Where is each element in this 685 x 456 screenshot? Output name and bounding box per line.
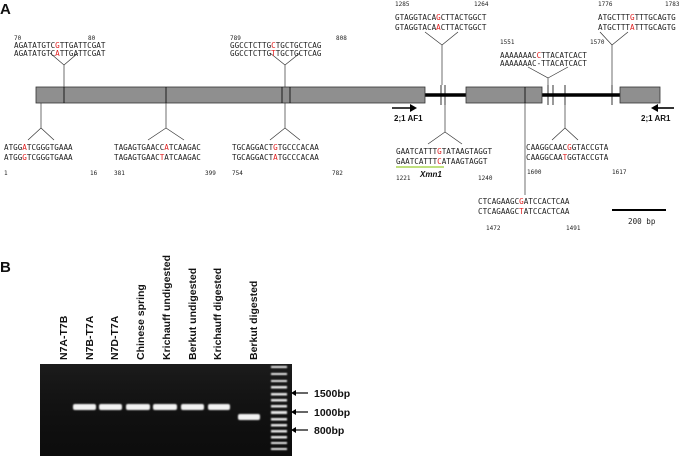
bottom-seq-6: CTCAGAAGCGATCCACTCAA CTCAGAAGCTATCCACTCA… (478, 197, 581, 232)
lane-label: Krichauff digested (212, 268, 224, 360)
top-seq-5: 1776 1783 ATGCTTTGTTTGCAGTG ATGCTTTATTTG… (598, 1, 680, 32)
sequence-line: TAGAGTGAACTATCAAGAC (114, 153, 201, 162)
scale-bar: 200 bp (612, 209, 666, 226)
gene-structure (35, 85, 661, 105)
seq-start-number: 381 (114, 170, 125, 177)
seq-end-number: 16 (90, 170, 98, 177)
gel-band (208, 404, 230, 410)
marker-1500bp: 1500bp (314, 388, 350, 400)
seq-start-number: 70 (14, 35, 22, 42)
sequence-line: GGCCTCTTGCTGCTGCTCAG (230, 41, 322, 50)
marker-1000bp: 1000bp (314, 407, 350, 419)
sequence-line: AGATATGTCATTGATTCGAT (14, 49, 106, 58)
sequence-line: AGATATGTCGTTGATTCGAT (14, 41, 106, 50)
sequence-line: CTCAGAAGCGATCCACTCAA (478, 197, 570, 206)
seq-start-number: 789 (230, 35, 241, 42)
sequence-line: CTCAGAAGCTATCCACTCAA (478, 207, 570, 216)
seq-start-number: 1221 (396, 175, 411, 182)
panel-b-label: B (0, 259, 11, 276)
exon-3 (619, 86, 661, 104)
seq-end-number: 1491 (566, 225, 581, 232)
seq-start-number: 1776 (598, 1, 613, 8)
top-seq-1: 70 80 AGATATGTCGTTGATTCGAT AGATATGTCATTG… (14, 35, 106, 58)
lane-label: N7B-T7A (84, 315, 96, 360)
reverse-primer-label: 2;1 AR1 (641, 114, 671, 123)
scale-bar-label: 200 bp (628, 217, 656, 226)
bottom-seq-1: ATGGATCGGGTGAAA ATGGGTCGGGTGAAA 1 16 (4, 143, 98, 177)
lane-label: Krichauff undigested (161, 255, 173, 360)
sequence-line: GTAGGTACAGCTTACTGGCT (395, 13, 487, 22)
top-connectors (49, 31, 629, 87)
sequence-line: GAATCATTTGTATAAGTAGGT (396, 147, 492, 156)
sequence-line: ATGCTTTATTTGCAGTG (598, 23, 676, 32)
seq-start-number: 1600 (527, 169, 542, 176)
arrow-left-icon (291, 427, 296, 433)
sequence-line: TGCAGGACTGTGCCCACAA (232, 143, 319, 152)
gel-band (181, 404, 204, 410)
arrow-left-icon (651, 104, 658, 112)
seq-start-number: 1472 (486, 225, 501, 232)
panel-a-label: A (0, 1, 11, 18)
sequence-line: ATGGGTCGGGTGAAA (4, 153, 73, 162)
lane-labels: N7A-T7B N7B-T7A N7D-T7A Chinese spring K… (58, 255, 260, 360)
sequence-line: CAAGGCAACGGTACCGTA (526, 143, 609, 152)
exon-2 (465, 86, 543, 104)
seq-start-number: 1 (4, 170, 8, 177)
seq-end-number: 1264 (474, 1, 489, 8)
sequence-line: GGCCTCTTGTTGCTGCTCAG (230, 49, 322, 58)
gel-band (153, 404, 177, 410)
lane-label: N7A-T7B (58, 315, 70, 360)
dna-ladder (271, 366, 287, 450)
sequence-line: AAAAAAACCTTACATCACT (500, 51, 587, 60)
marker-800bp: 800bp (314, 425, 344, 437)
exon-1 (35, 86, 426, 104)
seq-start-number: 1551 (500, 39, 515, 46)
seq-end-number: 1783 (665, 1, 680, 8)
gel-band (238, 414, 260, 420)
gel-band (73, 404, 96, 410)
seq-start-number: 1285 (395, 1, 410, 8)
bottom-seq-5: CAAGGCAACGGTACCGTA CAAGGCAATGGTACCGTA 16… (526, 143, 627, 176)
sequence-line: ATGGATCGGGTGAAA (4, 143, 73, 152)
top-seq-4: 1551 1570 AAAAAAACCTTACATCACT AAAAAAAC-T… (500, 39, 605, 68)
bottom-seq-4: GAATCATTTGTATAAGTAGGT GAATCATTTCATAAGTAG… (396, 147, 493, 182)
reverse-primer: 2;1 AR1 (641, 104, 674, 123)
seq-end-number: 808 (336, 35, 347, 42)
seq-end-number: 782 (332, 170, 343, 177)
forward-primer: 2;1 AF1 (392, 104, 423, 123)
xmn1-label: Xmn1 (419, 170, 442, 179)
lane-label: N7D-T7A (109, 315, 121, 360)
sequence-line: TGCAGGACTATGCCCACAA (232, 153, 319, 162)
sequence-line: GAATCATTTCATAAGTAGGT (396, 157, 488, 166)
seq-end-number: 1570 (590, 39, 605, 46)
sequence-line: GTAGGTACAACTTACTGGCT (395, 23, 487, 32)
lane-label: Chinese spring (135, 284, 147, 360)
lane-label: Berkut undigested (187, 268, 199, 360)
size-markers: 1500bp 1000bp 800bp (291, 388, 350, 437)
top-seq-2: 789 808 GGCCTCTTGCTGCTGCTCAG GGCCTCTTGTT… (230, 35, 347, 58)
bottom-connectors (27, 103, 579, 195)
arrow-right-icon (410, 104, 417, 112)
sequence-line: AAAAAAAC-TTACATCACT (500, 59, 587, 68)
bottom-seq-2: TAGAGTGAACCATCAAGAC TAGAGTGAACTATCAAGAC … (114, 143, 216, 177)
seq-start-number: 754 (232, 170, 243, 177)
seq-end-number: 399 (205, 170, 216, 177)
sequence-line: ATGCTTTGTTTGCAGTG (598, 13, 676, 22)
arrow-left-icon (291, 390, 296, 396)
forward-primer-label: 2;1 AF1 (394, 114, 423, 123)
seq-end-number: 1617 (612, 169, 627, 176)
seq-end-number: 1240 (478, 175, 493, 182)
arrow-left-icon (291, 409, 296, 415)
top-seq-3: 1285 1264 GTAGGTACAGCTTACTGGCT GTAGGTACA… (395, 1, 489, 32)
lane-label: Berkut digested (248, 281, 260, 360)
sequence-line: TAGAGTGAACCATCAAGAC (114, 143, 201, 152)
gel-image (40, 364, 292, 456)
gel-band (126, 404, 150, 410)
bottom-seq-3: TGCAGGACTGTGCCCACAA TGCAGGACTATGCCCACAA … (232, 143, 343, 177)
sequence-line: CAAGGCAATGGTACCGTA (526, 153, 609, 162)
gel-band (99, 404, 122, 410)
seq-end-number: 80 (88, 35, 96, 42)
